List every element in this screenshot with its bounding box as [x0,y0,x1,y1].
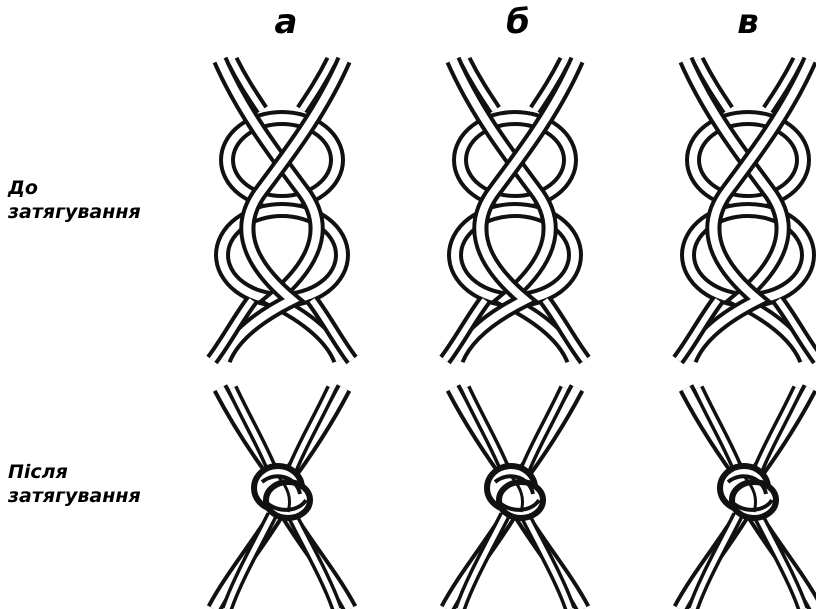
knot-a-tight [214,388,350,609]
knot-b-loose [445,60,585,360]
knot-b-tight [447,388,583,609]
knot-c-loose [678,60,816,360]
knot-a-loose [212,60,352,360]
knot-c-tight [680,388,816,609]
